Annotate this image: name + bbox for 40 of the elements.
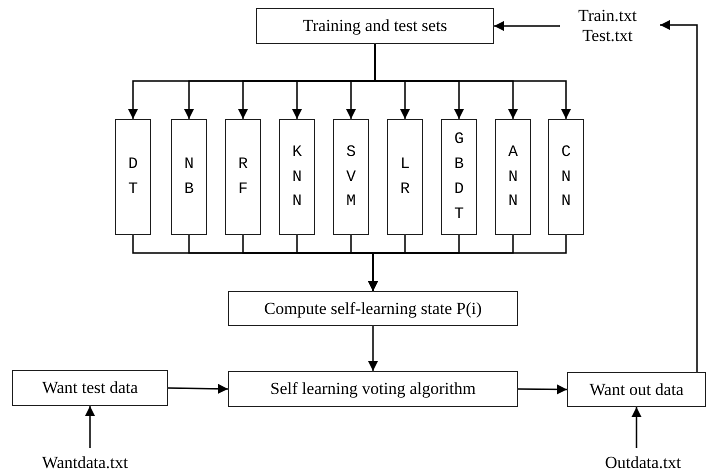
file-name: Wantdata.txt [42,453,128,473]
model-name: CNN [560,142,572,212]
model-box [279,119,315,235]
process-box [228,291,518,326]
model-name: DT [127,154,139,200]
box-label: Want test data [42,378,138,398]
box-label: Training and test sets [302,16,448,36]
process-box [567,372,706,407]
model-box [548,119,584,235]
model-box [115,119,151,235]
model-box [225,119,261,235]
box-label: Want out data [590,380,684,400]
model-name: SVM [345,142,357,212]
model-box [495,119,531,235]
arrow [518,384,567,394]
box-label: Self learning voting algorithm [270,379,476,399]
arrow [368,235,567,291]
arrow [85,406,95,448]
file-name: Train.txt Test.txt [577,6,638,46]
model-name: ANN [507,142,519,212]
model-box [441,119,477,235]
arrow [168,384,228,394]
model-box [171,119,207,235]
process-box [256,8,494,44]
process-box [228,371,518,407]
model-name: LR [399,154,411,200]
process-box [12,370,168,406]
arrow [494,21,560,31]
model-name: RF [237,154,249,200]
model-box [387,119,423,235]
file-name: Outdata.txt [604,453,681,473]
model-name: GBDT [453,129,465,225]
box-label: Compute self-learning state P(i) [264,298,482,318]
arrow [368,326,378,371]
arrow [374,44,571,119]
arrow [632,407,642,448]
arrow [660,20,698,372]
model-box [333,119,369,235]
model-name: KNN [291,142,303,212]
model-name: NB [183,154,195,200]
